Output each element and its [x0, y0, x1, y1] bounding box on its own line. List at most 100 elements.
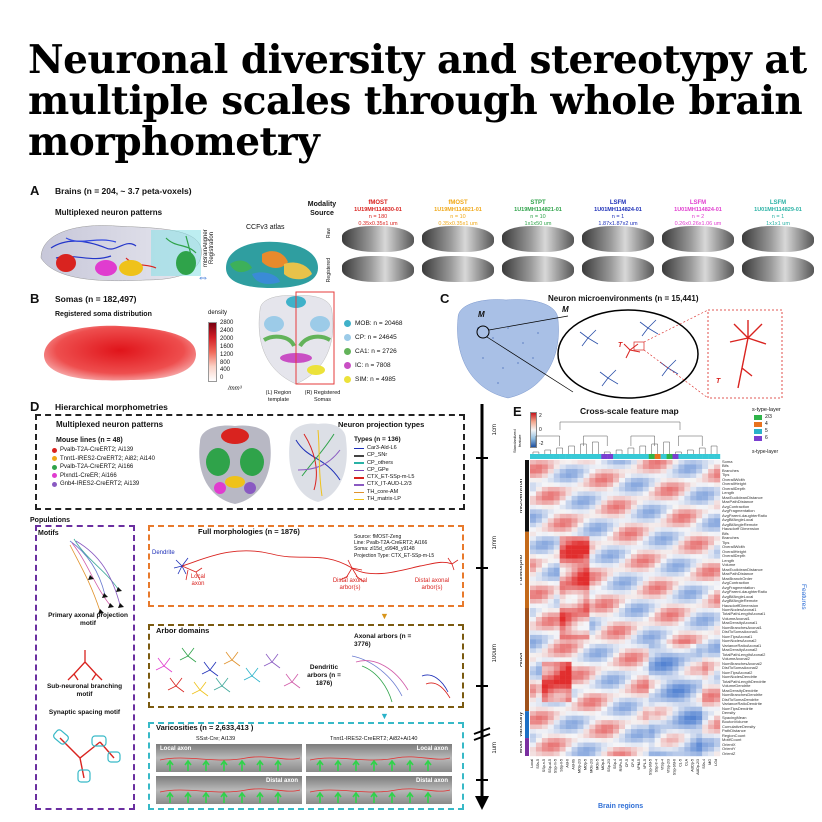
brain-region-label: SSp-bfd-6 [672, 759, 676, 775]
heatmap-cell [577, 477, 584, 483]
heatmap-cell [601, 693, 608, 698]
primary-motif-label: Primary axonal projection motif [48, 612, 128, 627]
heatmap-cell [619, 616, 626, 622]
heatmap-cell [589, 684, 596, 689]
heatmap-cell [607, 625, 614, 631]
heatmap-cell [654, 634, 661, 640]
heatmap-cell [595, 486, 602, 492]
heatmap-cell [619, 666, 626, 671]
heatmap-cell [583, 648, 590, 654]
heatmap-cell [535, 491, 543, 497]
heatmap-cell [553, 688, 560, 694]
heatmap-cell [553, 599, 560, 604]
heatmap-cell [601, 679, 608, 685]
heatmap-cell [714, 702, 721, 707]
synaptic-motif-image [53, 729, 121, 783]
heatmap-cell [530, 729, 537, 734]
heatmap-cell [577, 495, 584, 501]
heatmap-cell [589, 504, 596, 510]
heatmap-cell [535, 572, 543, 577]
heatmap-cell [672, 545, 679, 550]
heatmap-cell [535, 603, 543, 609]
heatmap-cell [636, 567, 644, 573]
heatmap-cell [619, 634, 626, 640]
projection-type-line [354, 447, 364, 450]
heatmap-cell [619, 729, 626, 734]
heatmap-cell [559, 720, 566, 725]
heatmap-cell [625, 554, 632, 559]
heatmap-cell [630, 715, 638, 721]
heatmap-cell [636, 576, 644, 582]
heatmap-cell [690, 670, 697, 676]
feature-row-label: AvgBifAngleRemote [722, 521, 758, 527]
heatmap-cell [702, 540, 709, 546]
heatmap-cell [630, 585, 638, 591]
heatmap-cell [630, 706, 638, 712]
heatmap-cell [690, 724, 697, 730]
heatmap-cell [595, 477, 602, 483]
heatmap-cell [690, 630, 697, 636]
heatmap-cell [654, 747, 661, 752]
heatmap-cell [577, 540, 584, 546]
heatmap-cell [654, 693, 661, 698]
heatmap-cell [577, 684, 584, 689]
heatmap-cell [530, 715, 537, 721]
heatmap-cell [648, 518, 655, 523]
heatmap-cell [577, 590, 584, 595]
heatmap-cell [690, 657, 697, 663]
heatmap-cell [714, 697, 721, 703]
heatmap-cell [583, 495, 590, 501]
heatmap-cell [684, 531, 691, 537]
heatmap-cell [678, 630, 685, 636]
heatmap-cell [547, 608, 554, 613]
heatmap-cell [702, 702, 709, 707]
heatmap-cell [642, 558, 649, 564]
brain-region-label: AUDp-5 [690, 759, 694, 772]
heatmap-cell [625, 545, 632, 550]
heatmap-cell [696, 751, 703, 757]
heatmap-cell [559, 558, 566, 564]
heatmap-cell [642, 639, 649, 645]
heatmap-cell [684, 729, 691, 734]
heatmap-cell [648, 567, 655, 573]
heatmap-cell [565, 634, 572, 640]
heatmap-cell [553, 464, 560, 470]
heatmap-cell [648, 733, 655, 739]
heatmap-cell [619, 572, 626, 577]
heatmap-cell [702, 572, 709, 577]
heatmap-cell [708, 684, 715, 689]
heatmap-cell [648, 545, 655, 550]
heatmap-cell [565, 554, 572, 559]
heatmap-cell [660, 711, 667, 716]
heatmap-cell [571, 536, 578, 541]
heatmap-cell [648, 648, 655, 654]
heatmap-cell [714, 608, 721, 613]
heatmap-cell [708, 594, 715, 600]
heatmap-cell [535, 477, 543, 483]
feature-row-label: Tips [722, 472, 730, 478]
heatmap-cell [607, 720, 614, 725]
heatmap-cell [642, 661, 649, 667]
feature-row-label: HausdorffDimension [722, 602, 759, 608]
feature-row-label: AvgContraction [722, 503, 750, 509]
scale-1mm: 1mm [492, 536, 498, 550]
heatmap-cell [684, 468, 691, 474]
heatmap-cell [678, 594, 685, 600]
heatmap-cell [577, 473, 584, 479]
heatmap-cell [541, 603, 549, 609]
heatmap-cell [714, 706, 721, 712]
heatmap-cell [530, 697, 537, 703]
heatmap-cell [583, 486, 590, 492]
heatmap-cell [559, 531, 566, 537]
row-group-label: Microenviron [520, 479, 524, 513]
heatmap-cell [648, 513, 655, 519]
heatmap-cell [708, 702, 715, 707]
feature-row-label: Branches [722, 467, 739, 473]
projection-type-label: TH_matrix-LP [367, 496, 401, 503]
heatmap-cell [559, 666, 566, 671]
heatmap-cell [678, 724, 685, 730]
heatmap-cell [660, 536, 667, 541]
region-type-strip-cell [577, 454, 584, 459]
brain-region-label: SSs-4 [702, 759, 706, 769]
